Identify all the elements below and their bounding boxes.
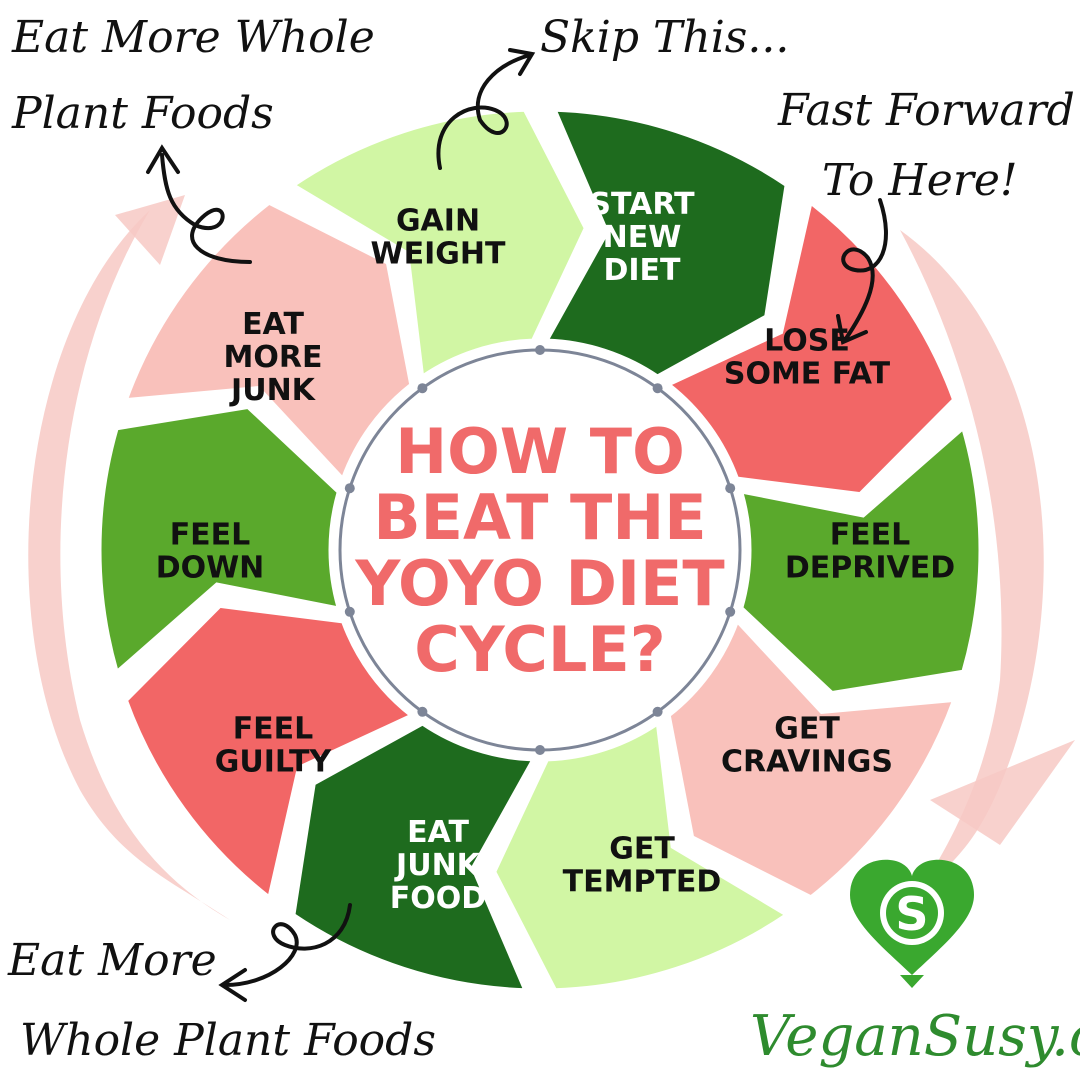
segment-label: MORE <box>224 340 323 375</box>
segment-label: TEMPTED <box>563 864 722 899</box>
logo-letter: S <box>895 887 928 941</box>
segment-label: JUNK <box>229 373 317 408</box>
segment-label: GET <box>609 831 675 866</box>
segment-label: WEIGHT <box>371 237 506 272</box>
center-title-line: BEAT THE <box>373 481 706 554</box>
segment-label: CRAVINGS <box>721 745 893 780</box>
cycle-segment <box>666 200 956 496</box>
segment-label: JUNK <box>394 848 482 883</box>
curly-arrow-bottom-icon <box>223 903 352 987</box>
center-disc <box>338 345 742 755</box>
ring-dot <box>344 483 355 494</box>
cycle-segment <box>493 721 789 992</box>
ring-dot <box>652 706 663 717</box>
ring-dot <box>417 706 428 717</box>
center-title-line: HOW TO <box>395 415 685 488</box>
segment-label: START <box>589 187 695 222</box>
right-arrow-head-icon <box>930 740 1075 845</box>
cycle-segment <box>292 722 536 992</box>
segment-label: EAT <box>242 307 304 342</box>
arrow-head-bottom-icon <box>218 968 247 1002</box>
cycle-segment <box>667 619 956 899</box>
cycle-segment <box>544 108 788 378</box>
note-bottom-left-line-2: Whole Plant Foods <box>20 1015 436 1066</box>
cycle-segment <box>98 405 341 674</box>
ring-dot <box>417 383 428 394</box>
ring-dot <box>535 345 545 355</box>
segment-label: SOME FAT <box>724 357 891 392</box>
cycle-segment <box>739 426 982 695</box>
segment-label: GAIN <box>396 204 480 239</box>
ring-dot <box>652 383 663 394</box>
ring-dots <box>344 345 736 755</box>
right-cycle-arrow-icon <box>900 230 1044 890</box>
segment-label: FEEL <box>830 518 911 553</box>
note-top: Skip This... <box>540 12 789 63</box>
segment-label: DIET <box>603 253 681 288</box>
cycle-segment <box>124 604 414 900</box>
segment-label: FEEL <box>233 712 314 747</box>
segment-label: GUILTY <box>215 745 333 780</box>
ring-dot <box>725 483 736 494</box>
center-title-line: CYCLE? <box>414 613 666 686</box>
segment-label: EAT <box>407 815 469 850</box>
segment-label: NEW <box>603 220 682 255</box>
segment-label: FEEL <box>170 518 251 553</box>
note-top-left-line-1: Eat More Whole <box>11 12 375 63</box>
brand-name: VeganSusy.com <box>750 1004 1080 1069</box>
cycle-segment <box>124 201 413 481</box>
left-cycle-arrow-icon <box>28 210 230 920</box>
segment-label: DEPRIVED <box>785 551 955 586</box>
center-title-line: YOYO DIET <box>354 547 724 620</box>
note-top-right-line-1: Fast Forward <box>777 85 1075 136</box>
note-top-right-line-2: To Here! <box>822 155 1018 206</box>
segment-label: GET <box>774 712 840 747</box>
segment-label: FOOD <box>390 881 486 916</box>
arrow-head-right-icon <box>836 314 868 345</box>
curly-arrow-top-left-icon <box>160 153 252 264</box>
arrow-head-top-icon <box>508 48 536 76</box>
curly-arrow-top-icon <box>436 53 532 170</box>
ring-dot <box>344 606 355 617</box>
ring-dot <box>725 606 736 617</box>
curly-arrow-right-icon <box>841 198 888 342</box>
note-top-left-line-2: Plant Foods <box>11 88 274 139</box>
background-cycle-arrows <box>28 195 1075 920</box>
segment-label: LOSE <box>764 324 850 359</box>
left-arrow-head-icon <box>115 195 185 265</box>
ring-dot <box>535 745 545 755</box>
annotation-arrows <box>146 48 888 1002</box>
annotations: Eat More Whole Plant Foods Skip This... … <box>7 12 1075 1066</box>
note-bottom-left-line-1: Eat More <box>7 935 217 986</box>
brand: S VeganSusy.com <box>750 859 1080 1069</box>
segment-label: DOWN <box>156 551 265 586</box>
arrow-head-top-left-icon <box>146 144 180 174</box>
heart-logo-icon: S <box>850 859 974 988</box>
